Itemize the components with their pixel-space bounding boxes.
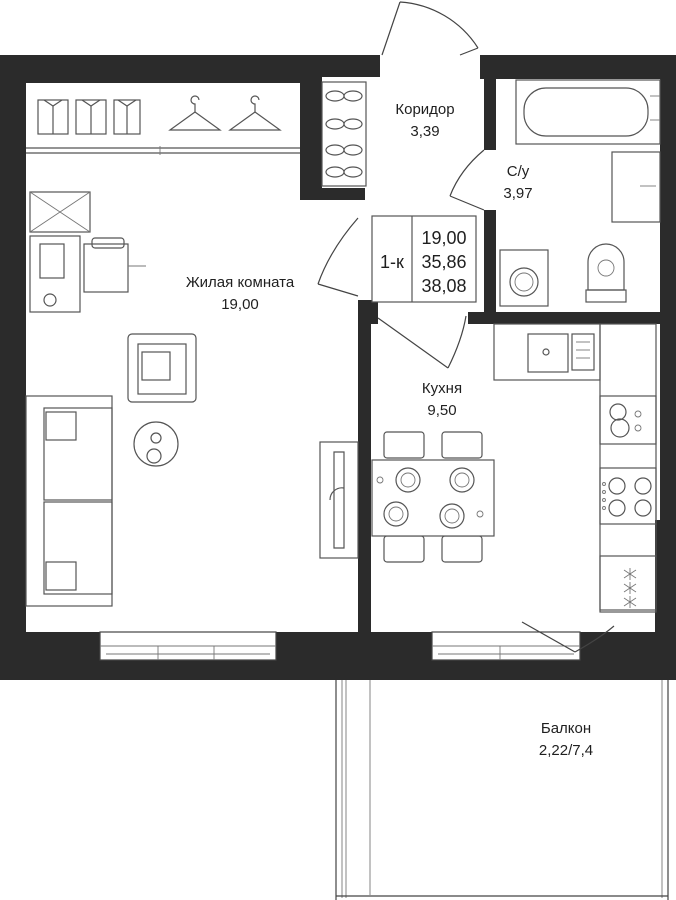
apartment-type: 1-к	[380, 252, 404, 272]
living-door	[317, 217, 359, 297]
balcony-door	[521, 621, 615, 653]
total-with-balcony-value: 38,08	[421, 276, 466, 296]
toilet	[585, 243, 627, 303]
sofa	[25, 395, 113, 607]
coffee-table	[133, 421, 179, 467]
bath-door	[449, 149, 485, 211]
kitchen-window	[431, 631, 581, 661]
desk	[29, 191, 146, 313]
corridor-name: Коридор	[395, 101, 454, 118]
fridge	[599, 555, 657, 613]
armchair	[127, 333, 197, 403]
bathroom-name: С/у	[507, 163, 530, 180]
living-area-value: 19,00	[421, 228, 466, 248]
balcony-name: Балкон	[541, 720, 591, 737]
living-room-name: Жилая комната	[186, 274, 295, 291]
kitchen-appliance	[599, 395, 657, 445]
dining-table	[371, 431, 495, 563]
apartment-summary: 1-к 19,00 35,86 38,08	[371, 215, 477, 303]
kitchen-name: Кухня	[422, 380, 462, 397]
kitchen-counter	[493, 323, 657, 611]
balcony-area: 2,22/7,4	[539, 742, 593, 759]
kitchen-sink	[527, 333, 595, 373]
living-room-area: 19,00	[221, 296, 259, 313]
walls	[0, 55, 676, 680]
tv-stand	[319, 441, 359, 559]
washing-machine	[499, 249, 549, 307]
bathroom-area: 3,97	[503, 185, 532, 202]
bathroom-sink	[611, 151, 661, 223]
shoe-rack	[321, 81, 367, 187]
living-window	[99, 631, 277, 661]
wardrobe	[26, 95, 300, 155]
total-area-value: 35,86	[421, 252, 466, 272]
entrance-door	[381, 1, 479, 56]
corridor-area: 3,39	[410, 123, 439, 140]
kitchen-door	[377, 315, 467, 369]
bathtub	[515, 79, 661, 145]
kitchen-area: 9,50	[427, 402, 456, 419]
balcony	[335, 680, 669, 900]
stove	[599, 467, 657, 525]
